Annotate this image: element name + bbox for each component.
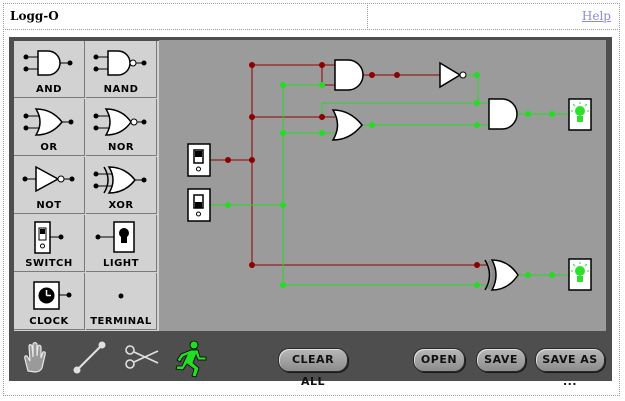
- light-component: [568, 98, 592, 131]
- wire-tool-icon[interactable]: [72, 339, 108, 375]
- page-title: Logg-O: [10, 9, 59, 23]
- palette-switch[interactable]: SWITCH: [14, 215, 85, 272]
- light-component: [568, 258, 592, 291]
- palette-label-light: LIGHT: [103, 258, 139, 269]
- palette-label-nor: NOR: [107, 142, 135, 153]
- palette-label-switch: SWITCH: [25, 258, 73, 269]
- palette-nand[interactable]: NAND: [86, 41, 157, 98]
- and-gate-component: [488, 98, 518, 130]
- clock-icon: [33, 281, 72, 310]
- palette-xor[interactable]: XOR: [86, 157, 157, 214]
- circuit-canvas[interactable]: [159, 40, 606, 331]
- component-palette: AND NAND OR NOR: [14, 41, 159, 331]
- hand-tool-icon[interactable]: [20, 339, 50, 375]
- run-tool-icon[interactable]: [172, 339, 212, 379]
- light-icon: [95, 221, 135, 253]
- palette-label-and: AND: [36, 84, 62, 95]
- nor-gate-icon: [93, 108, 147, 136]
- wires-off: [211, 64, 487, 266]
- and-gate-component: [334, 59, 364, 91]
- not-gate-icon: [22, 165, 75, 193]
- palette-terminal[interactable]: TERMINAL: [86, 273, 157, 330]
- palette-or[interactable]: OR: [14, 99, 85, 156]
- palette-and[interactable]: AND: [14, 41, 85, 98]
- save-as-button[interactable]: SAVE AS ...: [535, 348, 605, 388]
- switch-icon: [34, 221, 64, 254]
- palette-not[interactable]: NOT: [14, 157, 85, 214]
- open-button[interactable]: OPEN: [413, 348, 465, 372]
- title-bar: [3, 3, 620, 30]
- xor-gate-component: [490, 259, 519, 291]
- not-gate-bubble: [459, 71, 467, 79]
- nand-gate-icon: [93, 50, 147, 76]
- or-gate-icon: [23, 108, 74, 136]
- palette-label-or: OR: [40, 142, 58, 153]
- switch-component: [187, 143, 211, 177]
- palette-label-nand: NAND: [103, 84, 139, 95]
- help-link[interactable]: Help: [581, 9, 611, 23]
- or-gate-component: [331, 109, 363, 141]
- and-gate-icon: [23, 50, 73, 76]
- clear-all-button[interactable]: CLEAR ALL: [278, 348, 348, 388]
- switch-component: [187, 188, 211, 222]
- scissors-tool-icon[interactable]: [122, 339, 162, 375]
- save-button[interactable]: SAVE: [476, 348, 526, 372]
- palette-label-terminal: TERMINAL: [90, 316, 152, 327]
- palette-light[interactable]: LIGHT: [86, 215, 157, 272]
- palette-label-clock: CLOCK: [29, 316, 69, 327]
- not-gate-component: [439, 61, 462, 89]
- palette-label-xor: XOR: [108, 200, 134, 211]
- terminal-icon: [118, 293, 124, 299]
- junction-dots-on: [225, 72, 555, 288]
- title-divider: [367, 3, 368, 30]
- junction-dots-off: [225, 62, 480, 268]
- palette-label-not: NOT: [36, 200, 62, 211]
- palette-clock[interactable]: CLOCK: [14, 273, 85, 330]
- xor-gate-icon: [93, 166, 147, 194]
- page-frame: [3, 3, 620, 396]
- palette-nor[interactable]: NOR: [86, 99, 157, 156]
